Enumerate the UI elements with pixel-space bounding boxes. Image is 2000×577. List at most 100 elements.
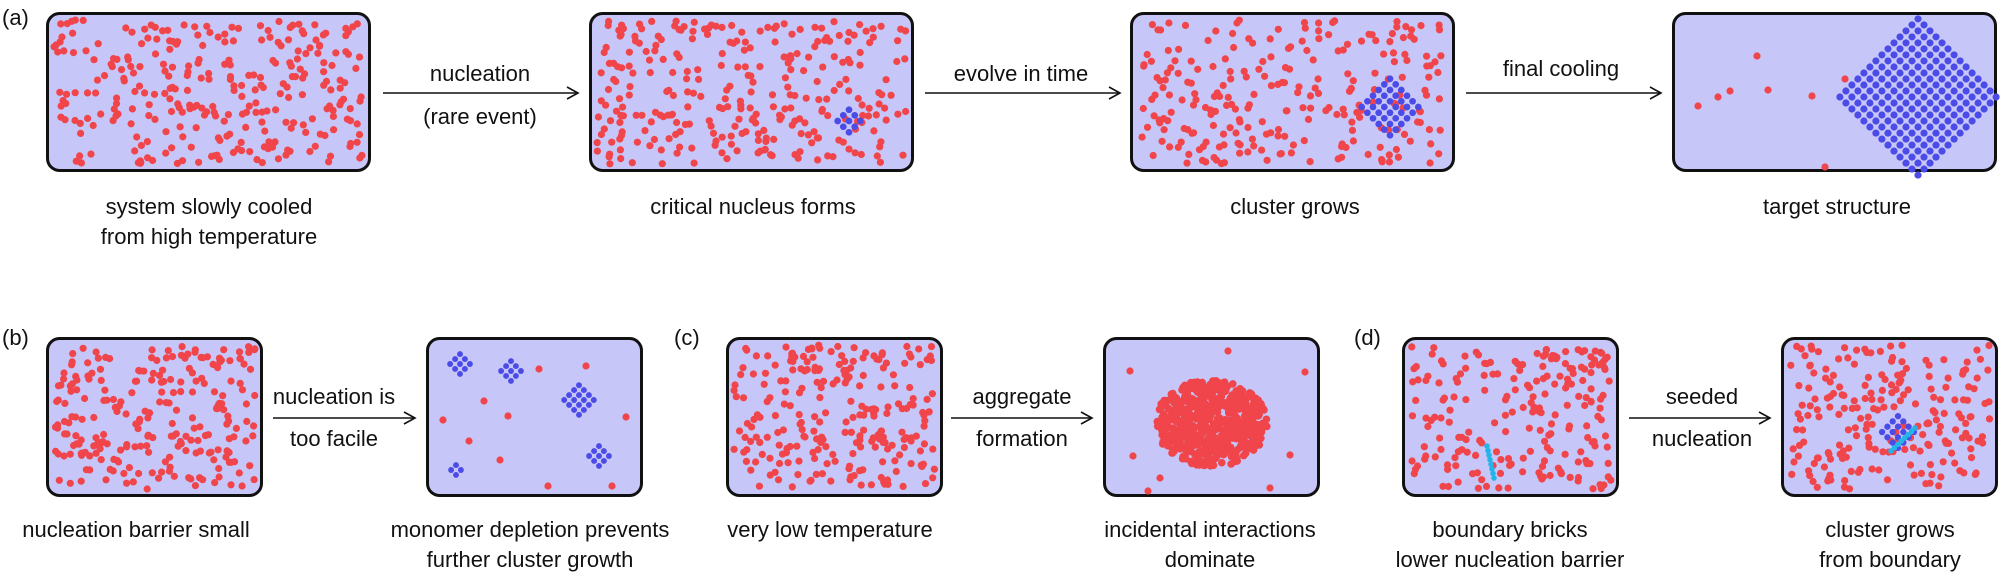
cluster-particle: [1908, 69, 1916, 77]
cluster-particle: [1932, 33, 1940, 41]
monomer-particle: [282, 118, 290, 126]
monomer-particle: [1601, 355, 1609, 364]
monomer-particle: [1378, 156, 1386, 164]
monomer-particle: [782, 343, 790, 351]
monomer-particle: [1255, 65, 1263, 73]
cluster-particle: [1380, 114, 1388, 122]
monomer-particle: [1414, 376, 1422, 384]
aggregate-particle: [1229, 380, 1237, 388]
cluster-particle: [1950, 99, 1958, 107]
monomer-particle: [69, 49, 78, 57]
caption-a3-line1: cluster grows: [1230, 194, 1360, 219]
monomer-particle: [857, 443, 865, 451]
monomer-particle: [819, 377, 828, 385]
aggregate-particle: [1245, 392, 1253, 401]
boundary-particle: [1488, 461, 1494, 468]
monomer-particle: [1165, 19, 1173, 27]
cluster-particle: [1938, 39, 1946, 47]
cluster-particle: [1397, 97, 1405, 105]
monomer-particle: [600, 125, 608, 133]
monomer-particle: [884, 403, 892, 411]
monomer-particle: [76, 119, 84, 127]
monomer-particle: [646, 142, 654, 150]
monomer-particle: [172, 406, 181, 414]
monomer-particle: [862, 27, 870, 35]
monomer-particle: [1965, 383, 1973, 391]
monomer-particle: [1286, 451, 1294, 459]
monomer-particle: [226, 357, 234, 365]
monomer-particle: [137, 442, 145, 450]
monomer-particle: [1436, 126, 1444, 134]
monomer-particle: [1539, 362, 1547, 370]
monomer-particle: [1423, 52, 1431, 60]
monomer-particle: [1157, 26, 1165, 34]
monomer-particle: [870, 405, 878, 413]
monomer-particle: [162, 149, 170, 157]
monomer-particle: [355, 53, 364, 61]
monomer-particle: [823, 95, 831, 103]
monomer-particle: [73, 386, 81, 394]
cluster-particle: [1386, 86, 1394, 94]
monomer-particle: [717, 61, 725, 70]
monomer-particle: [1564, 380, 1572, 388]
aggregate-particle: [1229, 448, 1237, 456]
cluster-particle: [1914, 15, 1922, 23]
monomer-particle: [721, 95, 729, 103]
monomer-particle: [83, 89, 92, 97]
crystal-cluster: [561, 382, 597, 418]
monomer-particle: [761, 369, 770, 377]
cluster-particle: [585, 401, 592, 408]
monomer-particle: [1901, 445, 1909, 453]
aggregate-particle: [1191, 451, 1199, 459]
cluster-particle: [517, 368, 524, 374]
monomer-particle: [143, 138, 151, 146]
monomer-particle: [689, 89, 698, 97]
monomer-particle: [122, 410, 130, 418]
monomer-particle: [82, 47, 90, 55]
monomer-particle: [1385, 151, 1393, 159]
monomer-particle: [215, 354, 224, 362]
cluster-particle: [1938, 87, 1946, 95]
monomer-particle: [1876, 347, 1884, 355]
monomer-particle: [1541, 437, 1549, 445]
cluster-particle: [1914, 27, 1922, 35]
monomer-particle: [1248, 135, 1256, 143]
monomer-particle: [1910, 471, 1918, 479]
monomer-particle: [1311, 84, 1319, 92]
monomer-particle: [597, 97, 605, 105]
monomer-particle: [1694, 102, 1702, 110]
monomer-particle: [756, 438, 764, 446]
monomer-particle: [709, 129, 718, 137]
cluster-particle: [1944, 141, 1952, 149]
monomer-particle: [1853, 404, 1861, 412]
monomer-particle: [775, 441, 783, 449]
arrow-label-a1: nucleation: [380, 59, 580, 89]
monomer-particle: [1315, 35, 1323, 43]
monomer-particle: [774, 476, 783, 484]
monomer-particle: [869, 434, 878, 442]
monomer-particle: [259, 83, 267, 92]
monomer-particle: [1881, 375, 1889, 384]
monomer-particle: [1187, 57, 1195, 65]
monomer-particle: [1967, 454, 1976, 462]
cluster-particle: [1878, 87, 1886, 95]
monomer-particle: [795, 411, 803, 419]
monomer-particle: [205, 449, 213, 457]
monomer-particle: [162, 399, 170, 407]
monomer-particle: [824, 152, 832, 160]
monomer-particle: [1144, 487, 1152, 495]
arrow-label-a2-line1: evolve in time: [953, 61, 1089, 86]
monomer-particle: [175, 104, 183, 112]
monomer-particle: [813, 378, 821, 386]
monomer-particle: [178, 343, 186, 351]
monomer-particle: [302, 128, 310, 136]
aggregate-particle: [1193, 387, 1201, 396]
monomer-particle: [920, 422, 928, 430]
monomer-particle: [854, 94, 862, 103]
cluster-particle: [1908, 57, 1916, 65]
monomer-particle: [225, 448, 233, 457]
monomer-particle: [742, 457, 751, 465]
monomer-particle: [1325, 31, 1333, 39]
monomer-particle: [1393, 18, 1401, 26]
monomer-particle: [1401, 50, 1409, 59]
